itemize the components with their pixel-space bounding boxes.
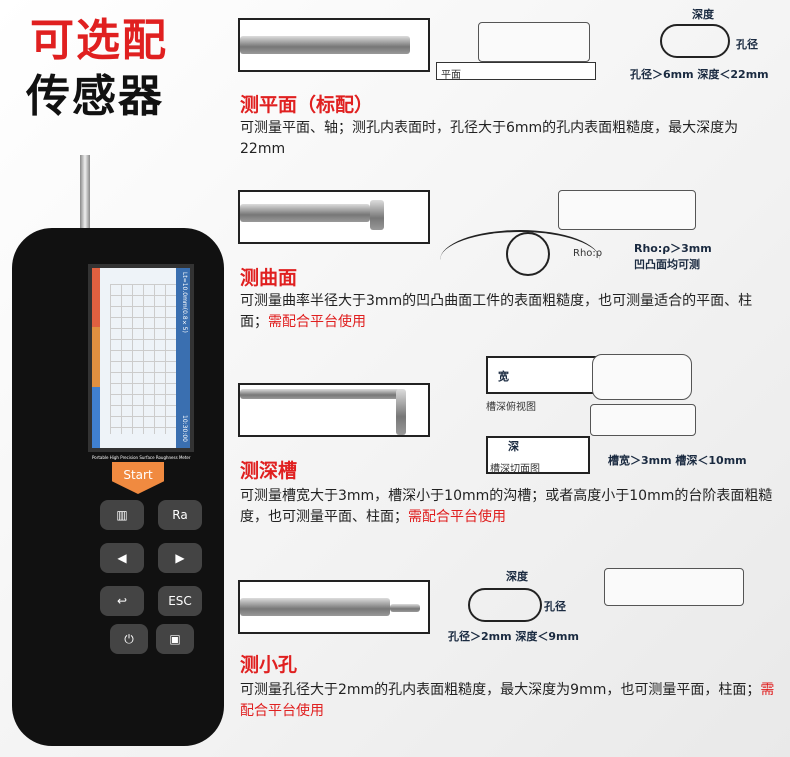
spec-flat: 孔径＞6mm 深度＜22mm xyxy=(630,68,769,81)
section-desc-small-hole: 可测量孔径大于2mm的孔内表面粗糙度，最大深度为9mm，也可测量平面，柱面；需配… xyxy=(240,680,780,722)
groove-top-view xyxy=(486,356,596,394)
spec-curved-2: 凹凸面均可测 xyxy=(634,258,700,271)
width-label: 宽 xyxy=(498,370,509,383)
desc-text: 可测量孔径大于2mm的孔内表面粗糙度，最大深度为9mm，也可测量平面，柱面； xyxy=(240,682,761,698)
bore-cylinder xyxy=(660,24,730,58)
ra-button[interactable]: Ra xyxy=(158,500,202,530)
probe-image-groove xyxy=(238,383,430,437)
probe-image-small-hole xyxy=(238,580,430,634)
meter-side-view xyxy=(604,568,744,606)
measure-button[interactable]: ▥ xyxy=(100,500,144,530)
screen-time: 10:30:00 xyxy=(181,415,188,442)
probe-image-curved xyxy=(238,190,430,244)
headline-line2: 传感器 xyxy=(26,71,164,122)
meter-side-view xyxy=(558,190,696,230)
section-title-small-hole: 测小孔 xyxy=(240,654,298,676)
groove-section-view xyxy=(486,436,590,474)
curved-surface xyxy=(440,230,600,290)
menu-button[interactable]: ▣ xyxy=(156,624,194,654)
spec-small-hole: 孔径＞2mm 深度＜9mm xyxy=(448,630,579,643)
power-button[interactable]: ⏻ xyxy=(110,624,148,654)
depth-label: 深度 xyxy=(506,570,528,583)
desc-text: 可测量曲率半径大于3mm的凹凸曲面工件的表面粗糙度，也可测量适合的平面、柱面； xyxy=(240,293,753,330)
section-desc-flat: 可测量平面、轴；测孔内表面时，孔径大于6mm的孔内表面粗糙度，最大深度为22mm xyxy=(240,120,739,157)
section-title-flat: 测平面（标配） xyxy=(240,94,374,116)
section-desc-curved: 可测量曲率半径大于3mm的凹凸曲面工件的表面粗糙度，也可测量适合的平面、柱面；需… xyxy=(240,291,780,333)
section-view-label: 槽深切面图 xyxy=(490,464,540,475)
probe-image-flat xyxy=(238,18,430,72)
depth-label: 深度 xyxy=(692,8,714,21)
headline-line1: 可选配 xyxy=(30,15,168,66)
enter-button[interactable]: ↩ xyxy=(100,586,144,616)
desc-text: 可测量槽宽大于3mm，槽深小于10mm的沟槽；或者高度小于10mm的台阶表面粗糙… xyxy=(240,488,773,525)
section-title-curved: 测曲面 xyxy=(240,267,298,289)
rho-label: Rho:ρ xyxy=(573,248,603,259)
device-caption: Portable High Precision Surface Roughnes… xyxy=(92,455,191,460)
device-antenna xyxy=(80,155,90,235)
meter-top-view xyxy=(592,354,692,400)
bore-label: 孔径 xyxy=(544,600,566,613)
spec-curved: Rho:ρ＞3mm xyxy=(634,242,712,255)
device-screen: Lt=10.0mm(0.8×5) 10:30:00 xyxy=(88,264,194,452)
desc-note: 需配合平台使用 xyxy=(408,509,506,525)
surface-label: 平面 xyxy=(441,70,461,81)
deep-label: 深 xyxy=(508,440,519,453)
desc-note: 需配合平台使用 xyxy=(240,682,775,719)
curvature-circle xyxy=(506,232,550,276)
hole-cylinder xyxy=(468,588,542,622)
desc-note: 需配合平台使用 xyxy=(268,314,366,330)
top-view-label: 槽深俯视图 xyxy=(486,402,536,413)
right-button[interactable]: ▶ xyxy=(158,543,202,573)
section-desc-groove: 可测量槽宽大于3mm，槽深小于10mm的沟槽；或者高度小于10mm的台阶表面粗糙… xyxy=(240,486,780,528)
spec-groove: 槽宽＞3mm 槽深＜10mm xyxy=(608,454,747,467)
meter-side-view xyxy=(590,404,696,436)
esc-button[interactable]: ESC xyxy=(158,586,202,616)
left-button[interactable]: ◀ xyxy=(100,543,144,573)
bore-label: 孔径 xyxy=(736,38,758,51)
section-title-groove: 测深槽 xyxy=(240,460,298,482)
screen-header: Lt=10.0mm(0.8×5) xyxy=(181,272,188,333)
meter-side-view xyxy=(478,22,590,62)
